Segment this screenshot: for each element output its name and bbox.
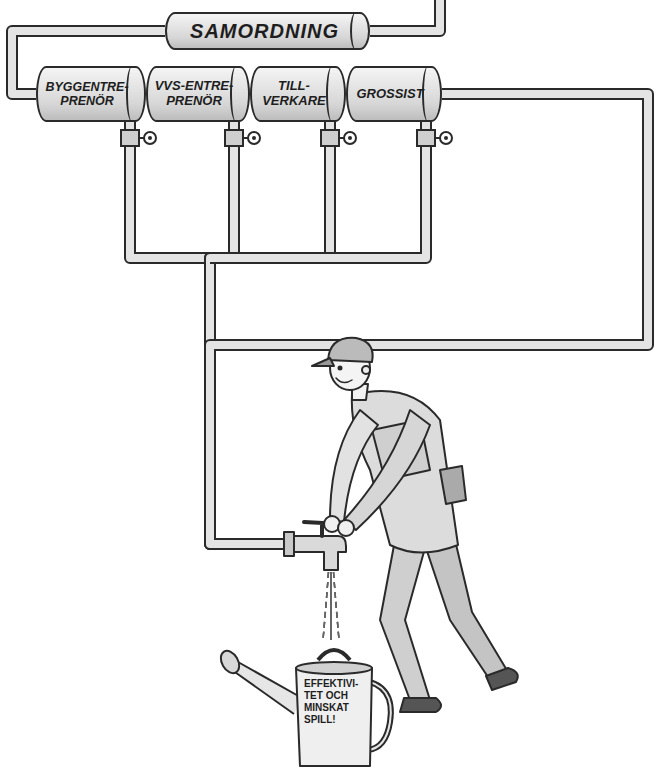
pipe-connector: [210, 122, 339, 640]
valve: [121, 130, 156, 146]
tank-cylinder: BYGGENTRE- PRENÖR: [36, 66, 146, 122]
tank-label: TILL- VERKARE: [252, 79, 344, 109]
plumber-smile: [336, 378, 352, 383]
plumber-leg: [425, 540, 508, 680]
tank-cylinder: SAMORDNING: [165, 12, 370, 50]
tank-label: VVS-ENTRE- PRENÖR: [148, 79, 248, 109]
pipe-connector: [130, 122, 339, 640]
tank-label: BYGGENTRE- PRENÖR: [38, 80, 144, 109]
valve: [417, 130, 452, 146]
tap-coupling: [284, 532, 294, 556]
cap-visor: [312, 358, 334, 366]
watering-can: EFFEKTIVI- TET OCH MINSKAT SPILL!: [268, 640, 380, 770]
plumber-eye: [339, 367, 342, 370]
tank-cylinder: TILL- VERKARE: [250, 66, 346, 122]
tank-cylinder: GROSSIST: [346, 66, 442, 122]
valve: [225, 130, 260, 146]
tank-label: GROSSIST: [352, 87, 435, 102]
plumber-ear: [362, 366, 370, 374]
tank-label: SAMORDNING: [186, 20, 349, 43]
plumber-shoe: [486, 668, 518, 690]
plumber-hand: [338, 520, 354, 536]
plumber-leg: [380, 540, 430, 700]
pipe-connector: [210, 122, 339, 640]
plumber-shoe: [400, 698, 441, 712]
plumber-cap: [328, 338, 373, 362]
exit-pipe: [370, 0, 440, 31]
tank-cylinder: VVS-ENTRE- PRENÖR: [146, 66, 250, 122]
plumber-arm: [344, 410, 430, 530]
can-slogan: EFFEKTIVI- TET OCH MINSKAT SPILL!: [304, 678, 370, 726]
valve: [321, 130, 356, 146]
tap-body: [292, 536, 346, 570]
tool-pocket: [440, 466, 466, 504]
